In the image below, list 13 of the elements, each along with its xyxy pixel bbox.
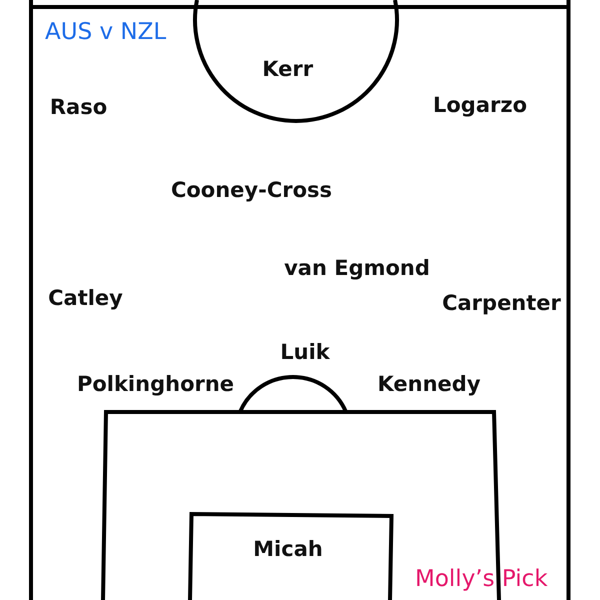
player-name: van Egmond [284,258,430,279]
player-name: Luik [280,342,330,363]
player-name: Cooney-Cross [170,180,332,201]
player-name: Logarzo [432,95,528,116]
player-name: Kennedy [378,374,480,395]
player-name: Carpenter [442,293,561,314]
player-name: Kerr [262,59,314,80]
caption: Molly’s Pick [415,568,548,590]
player-name: Catley [48,288,123,309]
player-name: Polkinghorne [76,374,234,395]
title: AUS v NZL [45,20,166,44]
player-name: Raso [50,97,108,118]
player-name: Micah [253,539,323,560]
